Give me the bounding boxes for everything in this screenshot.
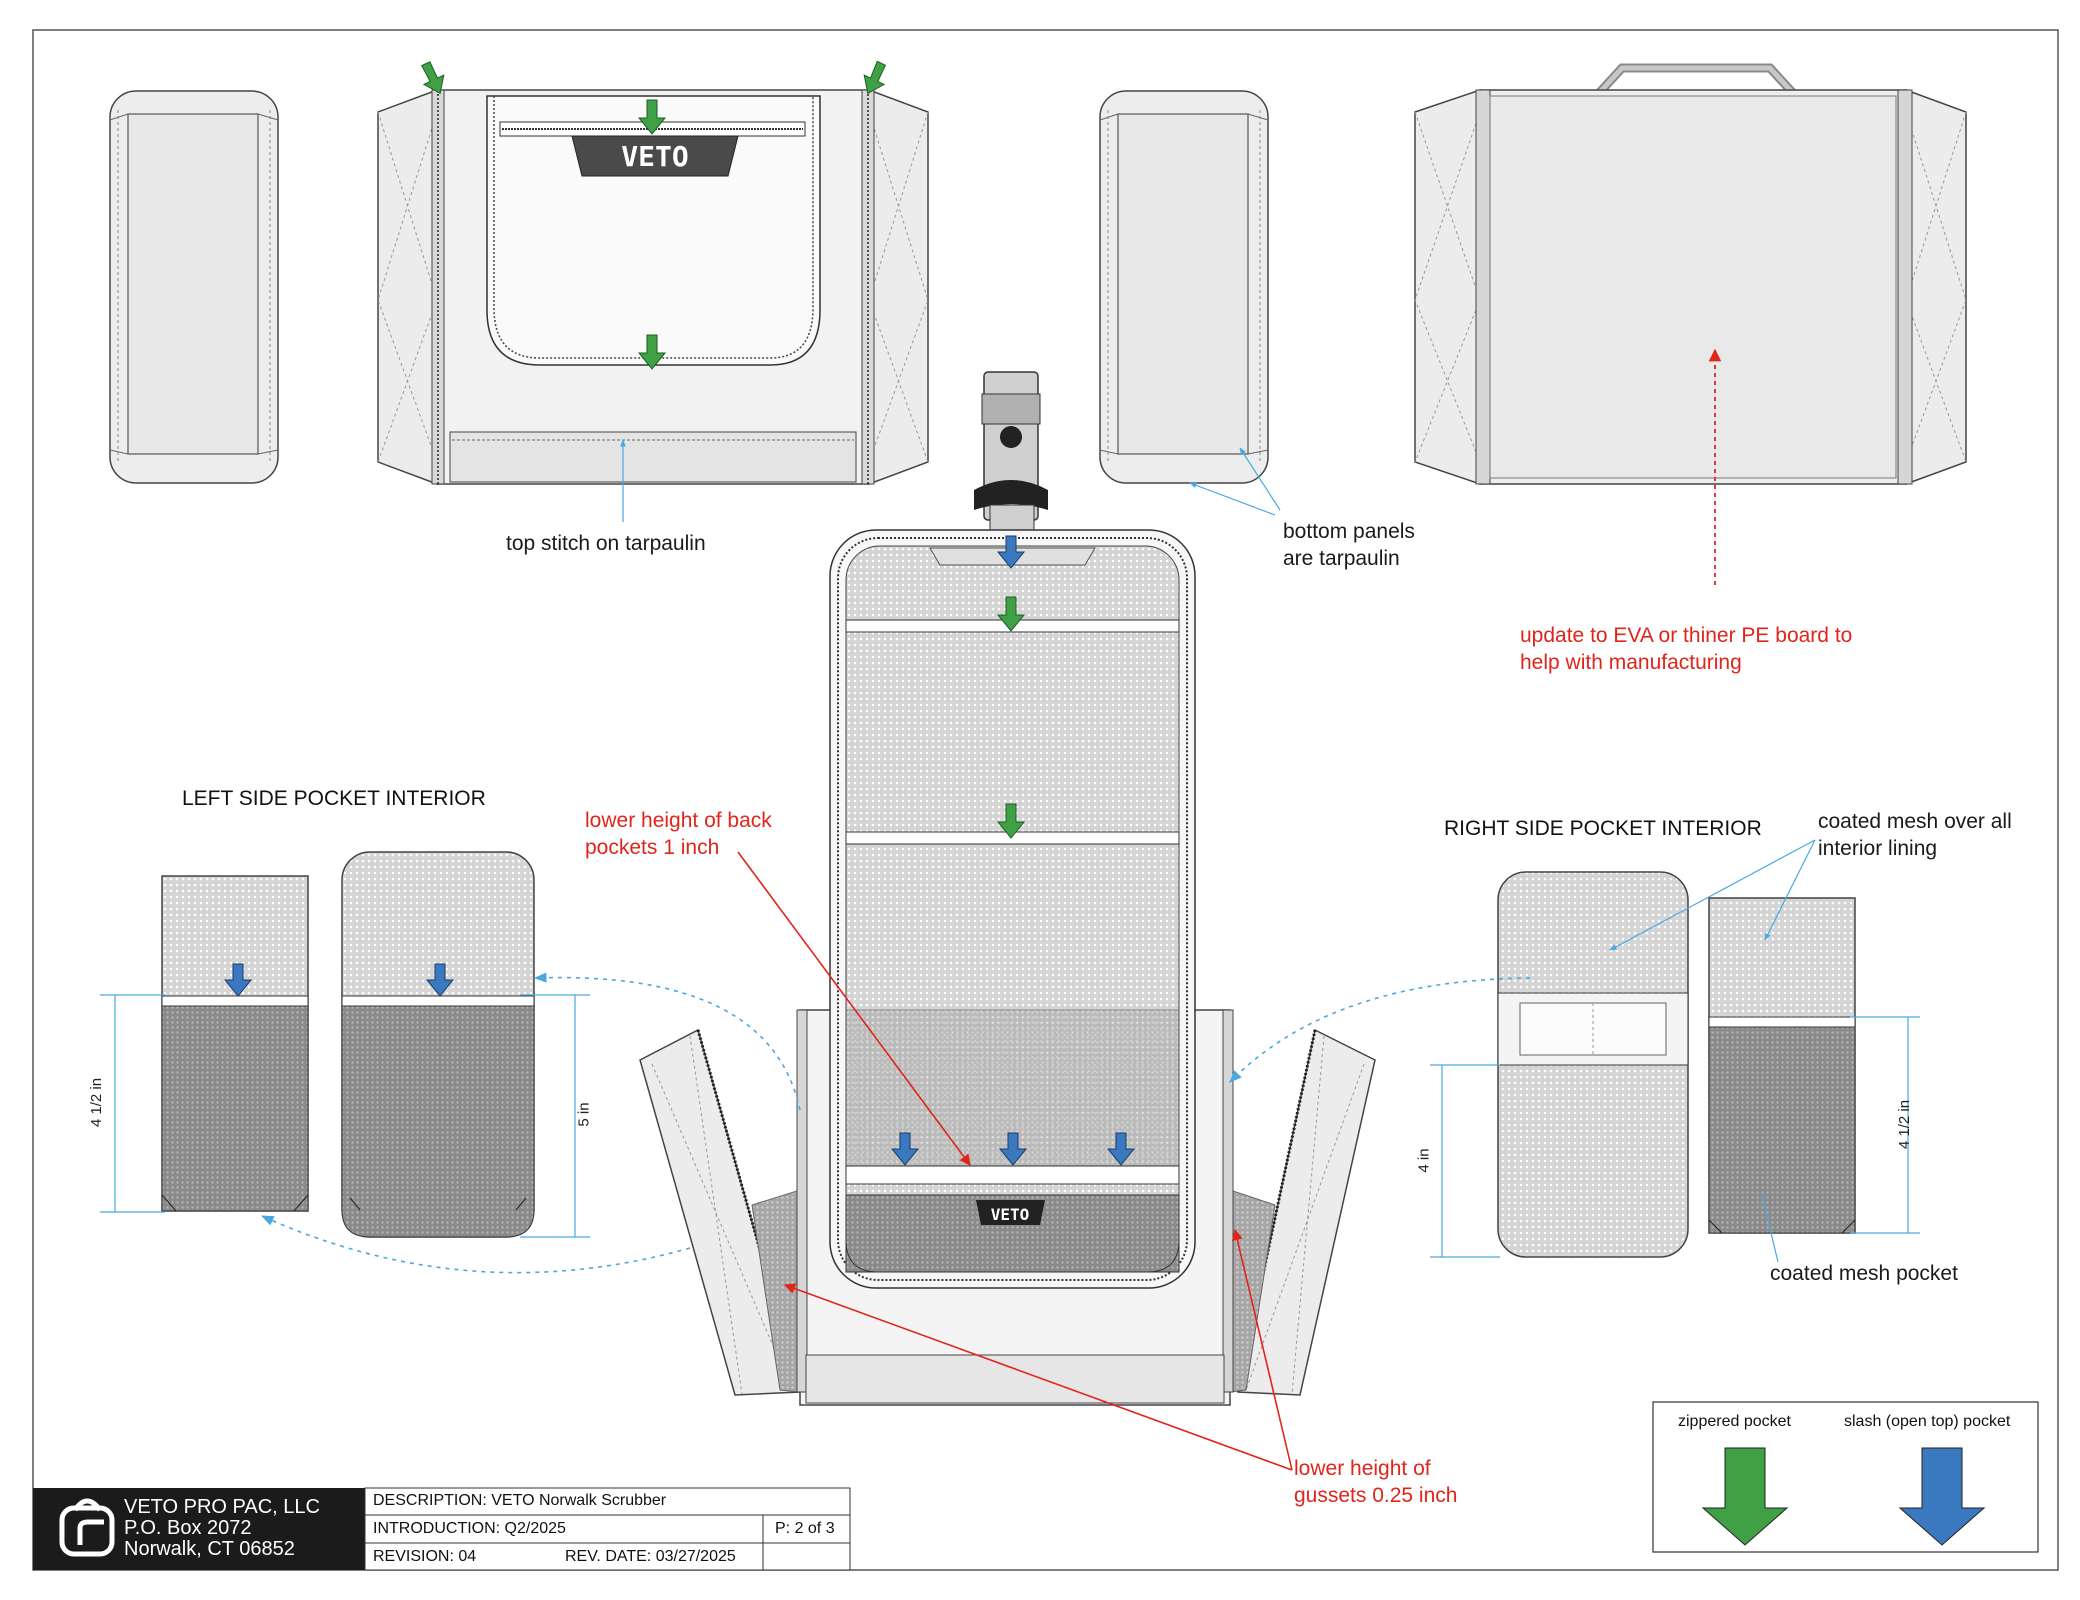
- note-update-board: update to EVA or thiner PE board to help…: [1520, 624, 1853, 674]
- back-view: [1414, 63, 1967, 486]
- front-open-view: VETO: [377, 88, 929, 486]
- zipper-arrow-icon: [996, 596, 1026, 632]
- dimension-left-a: 4 1/2 in: [88, 1077, 106, 1128]
- sheet-border: [32, 29, 2059, 1571]
- zipper-arrow-icon: [996, 803, 1026, 839]
- zipper-arrow-icon: [637, 334, 667, 370]
- slash-arrow-icon: [890, 1132, 920, 1166]
- title-revision: REVISION: 04: [373, 1548, 477, 1565]
- company-address: VETO PRO PAC, LLC P.O. Box 2072 Norwalk,…: [124, 1496, 320, 1560]
- title-description: DESCRIPTION: VETO Norwalk Scrubber: [373, 1492, 667, 1509]
- right-end-view: [1099, 90, 1269, 484]
- title-block: [33, 1487, 851, 1571]
- brand-label-organizer: VETO: [991, 1205, 1030, 1224]
- slash-arrow-icon: [1106, 1132, 1136, 1166]
- zipper-arrow-icon: [863, 60, 887, 95]
- legend-zippered-label: zippered pocket: [1678, 1413, 1791, 1430]
- note-lower-gussets: lower height of gussets 0.25 inch: [1294, 1457, 1458, 1507]
- brand-label-front: VETO: [621, 140, 688, 173]
- center-organizer: VETO: [639, 371, 1376, 1406]
- dimension-right-b: 4 1/2 in: [1896, 1099, 1914, 1150]
- slash-legend-arrow-icon: [1898, 1447, 1986, 1546]
- right-side-pocket-panels: [1430, 871, 1920, 1258]
- note-coated-mesh-pocket: coated mesh pocket: [1770, 1262, 1958, 1285]
- pocket-type-markers: [223, 60, 1136, 1166]
- company-logo-icon: [59, 1498, 115, 1557]
- title-rev-date: REV. DATE: 03/27/2025: [565, 1548, 736, 1565]
- zippered-legend-arrow-icon: [1701, 1447, 1789, 1546]
- legend-slash-label: slash (open top) pocket: [1844, 1413, 2011, 1430]
- slash-arrow-icon: [425, 963, 455, 997]
- legend-box: [1652, 1401, 2039, 1553]
- leader-lines: [260, 348, 1816, 1471]
- title-introduction: INTRODUCTION: Q2/2025: [373, 1520, 566, 1537]
- title-page: P: 2 of 3: [775, 1520, 835, 1537]
- dimension-right-a: 4 in: [1415, 1148, 1433, 1173]
- zipper-arrow-icon: [421, 61, 445, 95]
- zipper-arrow-icon: [637, 99, 667, 135]
- slash-arrow-icon: [998, 1132, 1028, 1166]
- heading-left-side-pocket: LEFT SIDE POCKET INTERIOR: [182, 787, 486, 810]
- note-bottom-panels: bottom panels are tarpaulin: [1283, 520, 1415, 570]
- note-top-stitch: top stitch on tarpaulin: [506, 532, 706, 555]
- heading-right-side-pocket: RIGHT SIDE POCKET INTERIOR: [1444, 817, 1762, 840]
- dimension-left-b: 5 in: [575, 1102, 593, 1127]
- left-side-pocket-panels: [100, 851, 590, 1238]
- left-end-view: [109, 90, 279, 484]
- note-lower-back-pockets: lower height of back pockets 1 inch: [585, 809, 772, 859]
- slash-arrow-icon: [223, 963, 253, 997]
- slash-arrow-icon: [996, 535, 1026, 569]
- note-coated-mesh-lining: coated mesh over all interior lining: [1818, 810, 2012, 860]
